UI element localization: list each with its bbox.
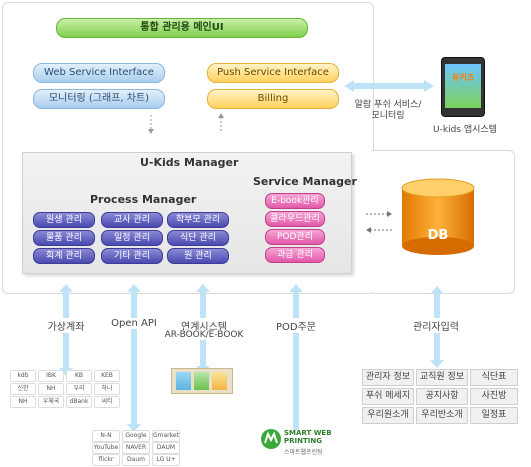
db-arrows-icon [366, 211, 392, 233]
ebook-thumbnails [171, 368, 233, 394]
db-label: DB [427, 228, 449, 243]
open-api-label: Open API [106, 318, 162, 329]
api-logo-grid: N-N Google Gmarket YouTube NAVER DAUM fl… [92, 430, 184, 466]
process-item[interactable]: 학부모 관리 [167, 212, 229, 228]
bank-logo: 하나 [94, 383, 120, 395]
bank-logo: IBK [38, 370, 64, 382]
api-logo: N-N [92, 430, 120, 442]
process-item[interactable]: 물품 관리 [33, 230, 95, 246]
service-item[interactable]: E-book관리 [265, 193, 325, 209]
web-service-interface: Web Service Interface [33, 63, 165, 83]
api-logo: Daum [122, 454, 150, 466]
phone-app-title: 유키즈 [451, 73, 475, 82]
bank-logo: NH [38, 383, 64, 395]
phone-app-image: 유키즈 [441, 57, 485, 117]
smart-web-printing-text: SMART WEB PRINTING [284, 429, 332, 445]
process-manager-title: Process Manager [90, 193, 197, 206]
admin-button[interactable]: 우리반소개 [416, 407, 468, 424]
admin-button[interactable]: 교직원 정보 [416, 369, 468, 386]
phone-screen: 유키즈 [445, 64, 481, 108]
process-item[interactable]: 회계 관리 [33, 248, 95, 264]
process-item[interactable]: 식단 관리 [167, 230, 229, 246]
bank-logo: KEB [94, 370, 120, 382]
service-item[interactable]: 클라우드관리 [265, 211, 325, 227]
smart-web-printing-subtext: 스마트웹프린팅 [284, 449, 323, 456]
connector-pod [293, 290, 299, 430]
bank-logo: 씨티 [94, 396, 120, 408]
bank-logo: 우체국 [38, 396, 64, 408]
api-logo: LG U+ [152, 454, 180, 466]
book-thumb [176, 372, 191, 390]
alarm-push-label: 알람 푸쉬 서비스/ [354, 100, 422, 110]
main-ui-bar: 통합 관리용 메인UI [56, 18, 308, 38]
bank-logo: kdb [10, 370, 36, 382]
api-logo: flickr [92, 454, 120, 466]
process-item[interactable]: 교사 관리 [101, 212, 163, 228]
smart-web-printing-logo-icon [261, 429, 281, 449]
bank-logo: 우리 [66, 383, 92, 395]
monitoring-interface: 모니터링 (그래프, 차트) [33, 89, 165, 109]
push-service-interface: Push Service Interface [207, 63, 339, 83]
bank-logo: NH [10, 396, 36, 408]
process-item[interactable]: 기타 관리 [101, 248, 163, 264]
admin-button[interactable]: 푸쉬 메세지 [362, 388, 414, 405]
pod-order-label: POD주문 [270, 318, 322, 333]
api-logo: DAUM [152, 442, 180, 454]
database-icon [401, 178, 475, 255]
linked-system-sublabel: AR-BOOK/E-BOOK [158, 330, 250, 340]
admin-button[interactable]: 일정표 [470, 407, 518, 424]
admin-button[interactable]: 공지사항 [416, 388, 468, 405]
arrow-down-icon [148, 115, 154, 134]
admin-button[interactable]: 관리자 정보 [362, 369, 414, 386]
api-logo: Google [122, 430, 150, 442]
billing-interface: Billing [207, 89, 339, 109]
admin-input-label: 관리자입력 [404, 318, 468, 333]
linked-system-label: 연계시스템 [172, 318, 236, 333]
book-thumb [194, 372, 209, 390]
api-logo: Gmarket [152, 430, 180, 442]
api-logo: YouTube [92, 442, 120, 454]
bank-logo: KB [66, 370, 92, 382]
alarm-monitoring-label: 모니터링 [371, 111, 405, 121]
push-app-arrow-icon [344, 80, 434, 92]
connector-open-api [131, 290, 137, 426]
ukids-manager-title: U-Kids Manager [140, 156, 239, 169]
app-system-label: U-kids 앱시스템 [433, 125, 497, 135]
bank-logo-grid: kdb IBK KB KEB 신한 NH 우리 하나 NH 우체국 dBank … [10, 370, 122, 410]
service-manager-title: Service Manager [253, 175, 357, 188]
admin-button[interactable]: 사진방 [470, 388, 518, 405]
process-item[interactable]: 원생 관리 [33, 212, 95, 228]
process-item[interactable]: 원 관리 [167, 248, 229, 264]
bank-logo: 신한 [10, 383, 36, 395]
virtual-account-label: 가상계좌 [42, 318, 90, 333]
bank-logo: dBank [66, 396, 92, 408]
frame-joint [371, 151, 374, 291]
arrow-up-icon [218, 113, 224, 132]
admin-button[interactable]: 우리원소개 [362, 407, 414, 424]
book-thumb [212, 372, 227, 390]
process-item[interactable]: 일정 관리 [101, 230, 163, 246]
service-item[interactable]: POD관리 [265, 229, 325, 245]
admin-button[interactable]: 식단표 [470, 369, 518, 386]
service-item[interactable]: 과금 관리 [265, 247, 325, 263]
api-logo: NAVER [122, 442, 150, 454]
